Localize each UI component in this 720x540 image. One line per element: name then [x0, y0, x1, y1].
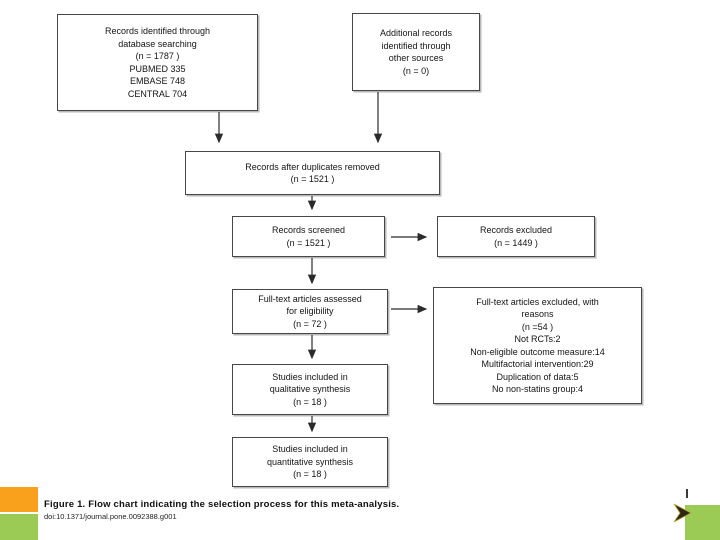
box-fulltext-assessed: Full-text articles assessed for eligibil…	[232, 289, 388, 334]
box-line: EMBASE 748	[129, 76, 186, 86]
box-line: (n = 1521 )	[286, 237, 331, 248]
box-records-excluded: Records excluded (n = 1449 )	[437, 216, 595, 257]
box-line: Records excluded	[479, 225, 553, 235]
box-line: qualitative synthesis	[269, 384, 351, 395]
box-records-screened: Records screened (n = 1521 )	[232, 216, 385, 257]
box-after-duplicates: Records after duplicates removed (n = 15…	[185, 151, 440, 195]
box-line: identified through	[381, 40, 451, 51]
green-decor-block-left	[0, 514, 38, 540]
green-decor-block-right	[685, 505, 720, 540]
box-line: Not RCTs:2	[514, 334, 561, 344]
box-line: No non-statins group:4	[491, 384, 584, 394]
chevron-right-icon	[673, 503, 692, 523]
box-line: Records after duplicates removed	[245, 161, 380, 172]
box-line: Multifactorial intervention:29	[481, 359, 594, 369]
vertical-tick	[686, 489, 688, 498]
box-line: database searching	[118, 38, 197, 49]
box-line: Full-text articles assessed	[258, 293, 362, 304]
figure-caption-title: Figure 1. Flow chart indicating the sele…	[44, 499, 400, 510]
box-additional-records: Additional records identified through ot…	[352, 13, 480, 91]
box-line: Full-text articles excluded, with	[476, 296, 599, 307]
figure-caption-doi: doi:10.1371/journal.pone.0092388.g001	[44, 512, 177, 521]
box-quantitative-synthesis: Studies included in quantitative synthes…	[232, 437, 388, 487]
box-line: (n = 1521 )	[290, 174, 335, 184]
box-line: (n = 18 )	[293, 396, 327, 407]
box-line: reasons	[521, 309, 554, 319]
box-line: Records screened	[271, 225, 346, 235]
box-line: (n = 0)	[402, 65, 430, 76]
box-line: quantitative synthesis	[266, 456, 354, 467]
box-line: Non-eligible outcome measure:14	[470, 346, 605, 357]
box-line: Duplication of data:5	[496, 371, 579, 382]
box-records-identified: Records identified through database sear…	[57, 14, 258, 111]
box-fulltext-excluded: Full-text articles excluded, with reason…	[433, 287, 642, 404]
box-line: (n = 1449 )	[494, 237, 538, 248]
box-line: Studies included in	[272, 371, 348, 382]
box-line: PUBMED 335	[129, 63, 186, 74]
box-line: (n = 18 )	[293, 469, 327, 480]
box-line: (n = 72 )	[293, 318, 327, 329]
box-line: Additional records	[379, 28, 453, 38]
orange-decor-block	[0, 487, 38, 512]
box-line: CENTRAL 704	[127, 88, 188, 99]
figure-caption: Figure 1. Flow chart indicating the sele…	[44, 499, 399, 521]
box-line: other sources	[388, 53, 444, 63]
box-line: Records identified through	[104, 26, 211, 36]
box-line: (n = 1787 )	[135, 51, 180, 61]
box-line: for eligibility	[286, 306, 334, 317]
box-line: Studies included in	[272, 444, 348, 455]
box-line: (n =54 )	[521, 321, 554, 332]
box-qualitative-synthesis: Studies included in qualitative synthesi…	[232, 364, 388, 415]
